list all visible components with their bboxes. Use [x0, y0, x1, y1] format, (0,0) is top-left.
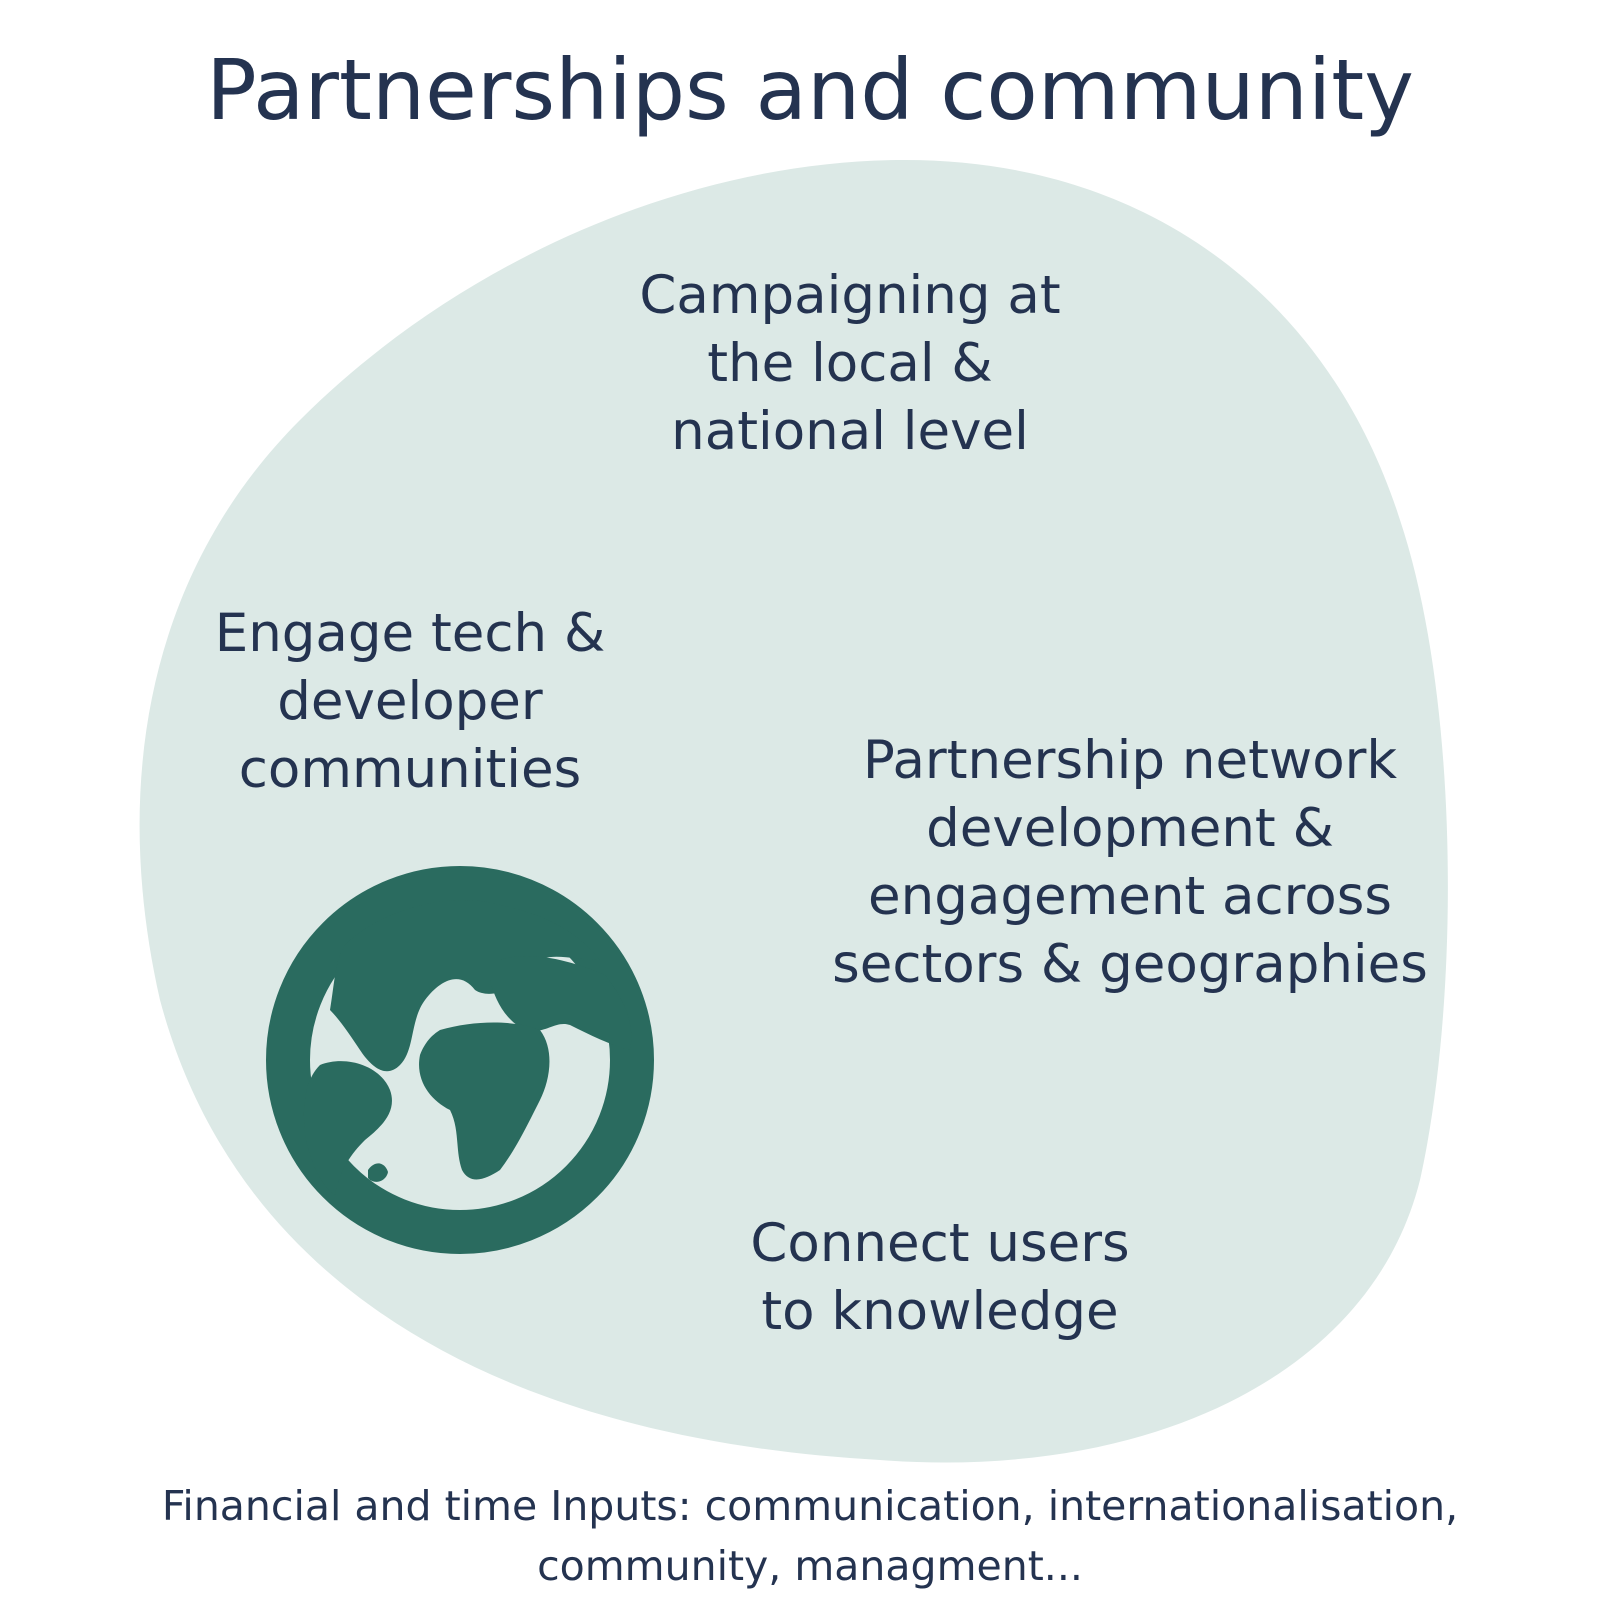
item-engage-tech: Engage tech & developer communities [214, 603, 606, 800]
page-title: Partnerships and community [206, 41, 1414, 139]
footer-note: Financial and time Inputs: communication… [161, 1482, 1459, 1590]
item-campaigning: Campaigning at the local & national leve… [639, 265, 1061, 462]
item-partnership-network: Partnership network development & engage… [832, 730, 1428, 995]
globe-icon [266, 866, 654, 1254]
item-connect-users: Connect users to knowledge [750, 1213, 1130, 1342]
